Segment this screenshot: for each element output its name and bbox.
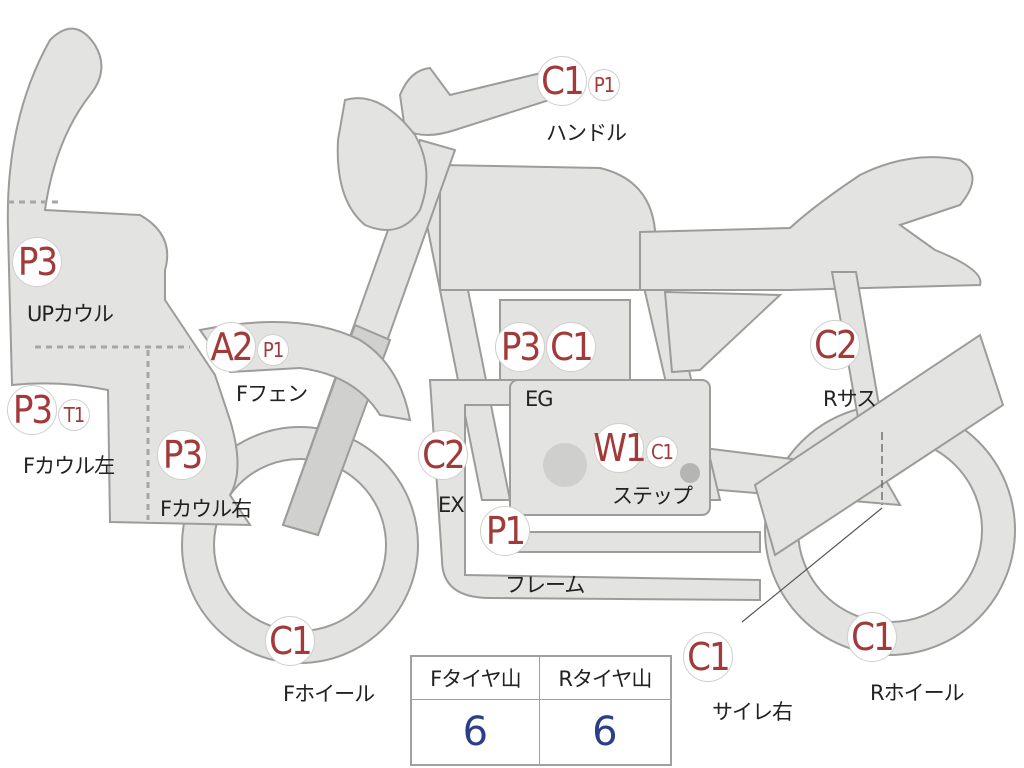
- handle-badge-secondary[interactable]: P1: [588, 69, 620, 101]
- tire-tread-table: Fタイヤ山 Rタイヤ山 6 6: [410, 655, 672, 766]
- silencer-shape: [753, 333, 1005, 557]
- front-tire-value[interactable]: 6: [410, 699, 540, 766]
- step-badge-secondary[interactable]: C1: [646, 436, 678, 468]
- f-cowl-left-badge-primary[interactable]: P3: [7, 385, 57, 435]
- exhaust-label: EX: [438, 493, 465, 517]
- r-suspension-badge[interactable]: C2: [810, 320, 860, 370]
- front-tire-header: Fタイヤ山: [410, 655, 540, 700]
- engine-label: EG: [525, 387, 554, 411]
- f-wheel-badge[interactable]: C1: [265, 616, 315, 666]
- silencer-leader-line: [741, 507, 883, 623]
- engine-cover: [543, 443, 587, 487]
- side-cover-shape: [663, 290, 783, 374]
- up-cowl-badge[interactable]: P3: [12, 237, 62, 287]
- footpeg-knob: [680, 463, 700, 483]
- step-label: ステップ: [612, 484, 693, 508]
- f-fender-badge-primary[interactable]: A2: [206, 322, 256, 372]
- silencer-right-badge[interactable]: C1: [683, 632, 733, 682]
- r-suspension-label: Rサス: [823, 387, 877, 411]
- f-fender-label: Fフェン: [236, 382, 308, 406]
- up-cowl-label: UPカウル: [27, 302, 114, 326]
- rear-tire-header: Rタイヤ山: [538, 655, 672, 700]
- exhaust-lower-shape: [499, 531, 761, 553]
- f-cowl-right-badge[interactable]: P3: [157, 430, 207, 480]
- exhaust-pipe-shape: [428, 379, 761, 602]
- frame-badge[interactable]: P1: [480, 506, 530, 556]
- f-fender-badge-secondary[interactable]: P1: [257, 334, 289, 366]
- fuel-tank-shape: [439, 163, 656, 291]
- engine-badge-secondary[interactable]: C1: [546, 322, 596, 372]
- exhaust-badge[interactable]: C2: [418, 430, 468, 480]
- silencer-right-label: サイレ右: [712, 700, 793, 724]
- f-cowl-left-label: Fカウル左: [23, 454, 115, 478]
- tire-tread-header-row: Fタイヤ山 Rタイヤ山: [410, 655, 672, 700]
- f-cowl-left-badge-secondary[interactable]: T1: [58, 399, 90, 431]
- handle-badge-primary[interactable]: C1: [537, 56, 587, 106]
- r-wheel-badge[interactable]: C1: [847, 612, 897, 662]
- rear-tire-value[interactable]: 6: [538, 699, 672, 766]
- handle-label: ハンドル: [546, 121, 627, 145]
- frame-label: フレーム: [505, 573, 585, 597]
- r-wheel-label: Rホイール: [870, 681, 965, 705]
- cowl-shape: [6, 27, 252, 527]
- f-cowl-right-label: Fカウル右: [160, 497, 252, 521]
- tire-tread-value-row: 6 6: [410, 699, 672, 766]
- step-badge-primary[interactable]: W1: [593, 423, 647, 473]
- engine-badge-primary[interactable]: P3: [495, 322, 545, 372]
- seat-shape: [639, 156, 982, 291]
- front-wheel-shape: [181, 426, 419, 664]
- headlight-shape: [336, 97, 428, 231]
- f-wheel-label: Fホイール: [283, 682, 375, 706]
